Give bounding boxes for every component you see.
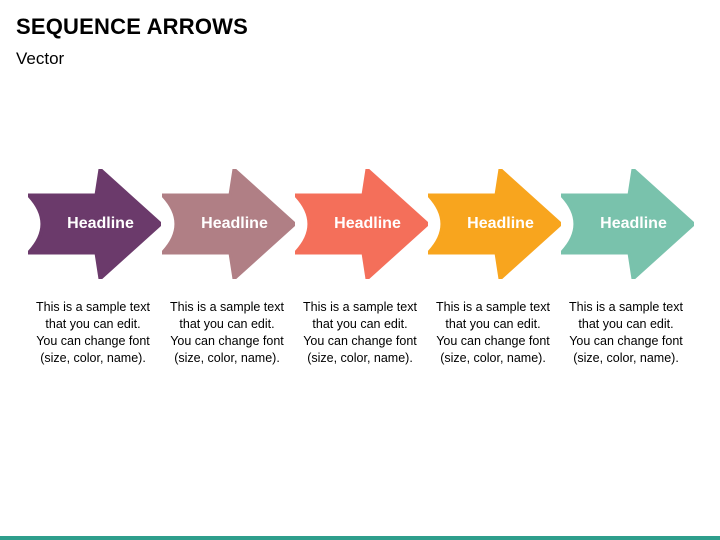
description-line: that you can edit. [445, 317, 541, 331]
chevron-arrow-5-shape [561, 169, 694, 279]
arrow-headline-4: Headline [467, 215, 534, 232]
sequence-arrows: Headline Headline Headline Headline Head… [28, 169, 694, 279]
description-line: This is a sample text [569, 300, 683, 314]
arrow-headline-1: Headline [67, 215, 134, 232]
arrow-step-4: Headline [428, 169, 561, 279]
step-description-1: This is a sample text that you can edit.… [25, 299, 161, 367]
description-line: This is a sample text [36, 300, 150, 314]
arrow-headline-2: Headline [201, 215, 268, 232]
chevron-arrow-1-shape [28, 169, 161, 279]
description-line: You can change font [36, 334, 150, 348]
description-line: (size, color, name). [440, 351, 546, 365]
step-description-5: This is a sample text that you can edit.… [558, 299, 694, 367]
description-line: This is a sample text [170, 300, 284, 314]
description-line: that you can edit. [578, 317, 674, 331]
arrow-step-3: Headline [295, 169, 428, 279]
description-line: (size, color, name). [174, 351, 280, 365]
description-line: (size, color, name). [307, 351, 413, 365]
arrow-step-5: Headline [561, 169, 694, 279]
arrow-headline-3: Headline [334, 215, 401, 232]
slide-subtitle: Vector [16, 49, 65, 68]
chevron-arrow-4-shape [428, 169, 561, 279]
step-description-2: This is a sample text that you can edit.… [159, 299, 295, 367]
description-line: You can change font [303, 334, 417, 348]
description-line: This is a sample text [303, 300, 417, 314]
description-line: This is a sample text [436, 300, 550, 314]
slide-title: SEQUENCE ARROWS [16, 14, 248, 39]
chevron-arrow-3-shape [295, 169, 428, 279]
description-line: that you can edit. [45, 317, 141, 331]
arrow-step-2: Headline [162, 169, 295, 279]
description-line: You can change font [170, 334, 284, 348]
description-line: You can change font [436, 334, 550, 348]
description-line: that you can edit. [312, 317, 408, 331]
arrow-headline-5: Headline [600, 215, 667, 232]
description-line: (size, color, name). [573, 351, 679, 365]
description-line: (size, color, name). [40, 351, 146, 365]
description-line: You can change font [569, 334, 683, 348]
step-description-3: This is a sample text that you can edit.… [292, 299, 428, 367]
step-description-4: This is a sample text that you can edit.… [425, 299, 561, 367]
arrow-step-1: Headline [28, 169, 161, 279]
chevron-arrow-2-shape [162, 169, 295, 279]
description-line: that you can edit. [179, 317, 275, 331]
footer-accent-bar [0, 536, 720, 540]
